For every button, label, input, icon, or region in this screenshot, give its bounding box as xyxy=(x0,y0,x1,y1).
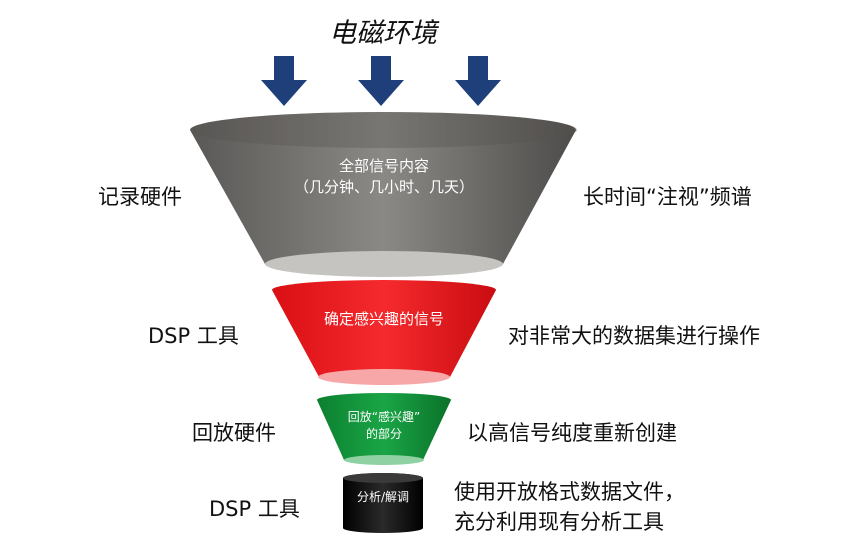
arrow-down-icon xyxy=(455,56,501,106)
funnel-stage-3 xyxy=(317,393,451,465)
stage-1-label-line-1: 全部信号内容 xyxy=(339,157,429,175)
stage-1-left-label: 记录硬件 xyxy=(98,185,182,209)
stage-2-label: 确定感兴趣的信号 xyxy=(324,310,444,328)
stage-4-label: 分析/解调 xyxy=(357,490,409,504)
funnel-stage-1 xyxy=(190,112,577,277)
funnel-stage-2 xyxy=(272,280,496,385)
funnel-stage-4 xyxy=(343,473,423,533)
stage-4-right-label-line-1: 使用开放格式数据文件， xyxy=(454,480,685,504)
stage-2-left-label: DSP 工具 xyxy=(148,324,239,348)
arrow-down-icon xyxy=(261,56,307,106)
stage-3-left-label: 回放硬件 xyxy=(192,421,276,445)
stage-1-right-label: 长时间“注视”频谱 xyxy=(583,185,752,209)
stage-4-left-label: DSP 工具 xyxy=(209,497,300,521)
stage-3-label-line-1: 回放“感兴趣” xyxy=(348,409,420,424)
stage-3-right-label: 以高信号纯度重新创建 xyxy=(467,421,677,445)
diagram-title: 电磁环境 xyxy=(329,18,440,49)
stage-2-right-label: 对非常大的数据集进行操作 xyxy=(508,324,760,348)
stage-3-label-line-2: 的部分 xyxy=(366,426,402,441)
stage-4-right-label-line-2: 充分利用现有分析工具 xyxy=(454,510,664,534)
stage-1-label-line-2: （几分钟、几小时、几天） xyxy=(294,178,474,196)
arrow-down-icon xyxy=(358,56,404,106)
